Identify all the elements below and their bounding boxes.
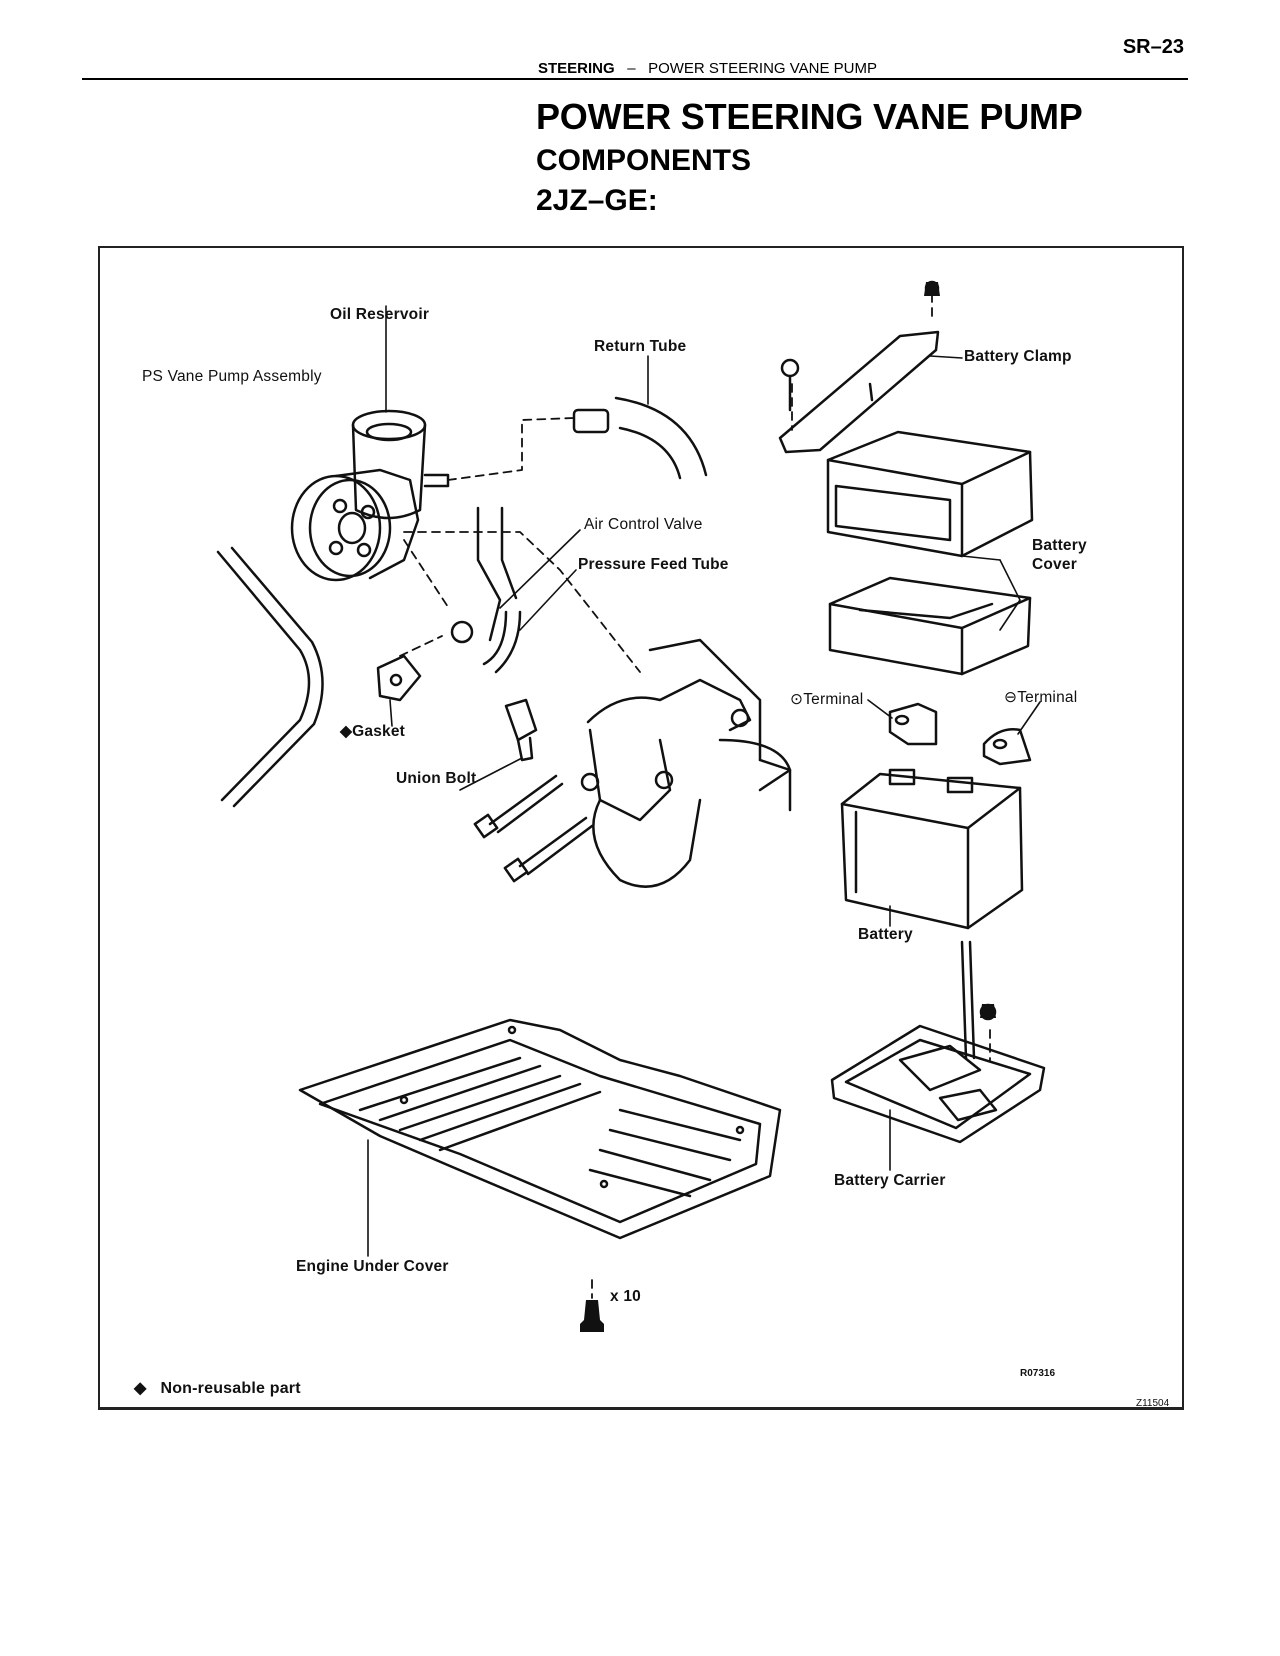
figure-code: R07316 [1020, 1368, 1056, 1379]
page-title: POWER STEERING VANE PUMP [536, 96, 1083, 137]
drive-belt-illustration [216, 546, 324, 808]
negative-terminal-icon: ⊖ [1004, 689, 1018, 706]
reference-code: Z11504 [1136, 1398, 1170, 1409]
label-battery-clamp: Battery Clamp [964, 348, 1072, 365]
diagram-frame [98, 246, 1184, 1410]
diamond-icon: ◆ [134, 1380, 147, 1397]
label-engine-under-cover: Engine Under Cover [296, 1258, 449, 1275]
header-separator: – [627, 60, 636, 77]
gasket-illustration [376, 654, 422, 727]
positive-terminal-icon: ⊙ [790, 691, 804, 708]
pressure-feed-tube-illustration [450, 506, 581, 674]
non-reusable-diamond-icon: ◆ [340, 723, 353, 740]
label-battery: Battery [858, 926, 913, 943]
label-air-control-valve: Air Control Valve [584, 516, 703, 533]
carrier-bolt-icon [980, 1004, 996, 1018]
label-positive-terminal: ⊙Terminal [790, 691, 864, 708]
section-name: STEERING [538, 60, 615, 77]
label-oil-reservoir: Oil Reservoir [330, 306, 430, 323]
subsection-name: POWER STEERING VANE PUMP [648, 60, 877, 77]
pump-bracket-illustration [580, 638, 792, 888]
union-bolt-illustration [459, 698, 538, 791]
section-heading: COMPONENTS [536, 144, 752, 177]
bolt-icon [580, 1300, 604, 1332]
nut-icon [924, 282, 940, 296]
label-negative-terminal: ⊖Terminal [1004, 689, 1078, 706]
battery-clamp-illustration [778, 280, 963, 454]
label-bolt-quantity: x 10 [610, 1288, 641, 1305]
legend-non-reusable: ◆ Non-reusable part [134, 1380, 301, 1397]
battery-cover-upper-illustration [826, 430, 1034, 631]
return-tube-illustration [572, 355, 708, 480]
label-battery-carrier: Battery Carrier [834, 1172, 946, 1189]
battery-cover-lower-illustration [828, 576, 1032, 676]
running-header: STEERING – POWER STEERING VANE PUMP [538, 60, 877, 77]
hold-down-rod-illustration [960, 940, 976, 1060]
engine-under-cover-illustration [298, 1018, 782, 1257]
oil-reservoir-illustration [351, 305, 450, 520]
battery-carrier-illustration [830, 1003, 1046, 1171]
header-rule [82, 78, 1188, 80]
label-gasket: ◆Gasket [340, 723, 406, 740]
terminal-covers-illustration [867, 699, 1041, 766]
engine-heading: 2JZ–GE: [536, 184, 658, 217]
page-number: SR–23 [1122, 36, 1184, 58]
label-return-tube: Return Tube [594, 338, 687, 355]
mounting-bolts-illustration [473, 774, 594, 883]
battery-illustration [840, 768, 1024, 930]
pump-pulley-illustration [290, 468, 420, 582]
label-pressure-feed-tube: Pressure Feed Tube [578, 556, 729, 573]
label-ps-vane-pump-assembly: PS Vane Pump Assembly [142, 368, 322, 385]
label-union-bolt: Union Bolt [396, 770, 477, 787]
